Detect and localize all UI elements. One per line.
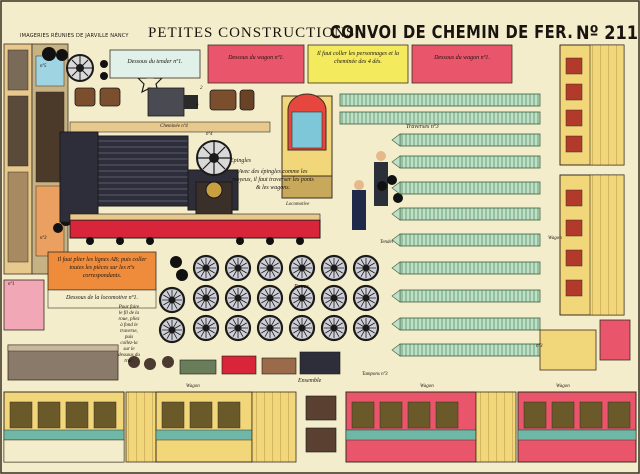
note-box-wagon <box>207 44 305 84</box>
publisher-line: IMAGERIES RÉUNIES DE JARVILLE NANCY <box>20 33 129 39</box>
series-title: PETITES CONSTRUCTIONS <box>148 25 356 41</box>
wheel <box>256 284 284 312</box>
coal-box <box>147 87 185 117</box>
bottom-wagon-4 <box>517 391 637 463</box>
left-pink-panel <box>3 279 45 331</box>
bottom-wagon-3 <box>345 391 477 463</box>
sheet-title: CONVOI DE CHEMIN DE FER. <box>330 22 574 43</box>
label-n4: nº4 <box>206 132 213 137</box>
note-box-glue <box>307 44 409 84</box>
wheel <box>320 284 348 312</box>
label-wagon-right: Wagon <box>548 236 562 241</box>
wheel <box>320 314 348 342</box>
wheel <box>256 314 284 342</box>
wheel <box>288 314 316 342</box>
sheet-number: Nº 211 <box>576 22 638 44</box>
bottom-wagon-1 <box>3 391 125 463</box>
label-epingles: Epingles <box>230 158 251 164</box>
wheel <box>320 254 348 282</box>
note-loco-under: Dessous de la locomotive nº1. <box>65 295 138 301</box>
wheel <box>158 286 186 314</box>
label-n6: 6 <box>196 103 199 108</box>
wheel <box>192 254 220 282</box>
wheel <box>224 314 252 342</box>
cylinders-row <box>74 87 255 117</box>
label-wagon-bottom-1: Wagon <box>186 384 200 389</box>
wheel <box>352 254 380 282</box>
label-traverses: Traverses nº3 <box>406 124 439 130</box>
label-n5: nº5 <box>40 64 47 69</box>
chimney-strip <box>69 121 271 133</box>
label-wagon-bottom-3: Wagon <box>556 384 570 389</box>
figure-stoker <box>374 151 388 206</box>
note-box-wagon-2 <box>411 44 513 84</box>
ensemble-train <box>128 351 341 375</box>
disc <box>42 47 56 61</box>
label-n3-right: nº3 <box>536 344 543 349</box>
wheels-grid <box>158 254 380 344</box>
note-fold: Il faut plier les lignes AB; puis coller… <box>57 257 147 279</box>
coal-bins <box>305 395 337 453</box>
label-n1: nº1 <box>8 282 15 287</box>
wheel <box>352 314 380 342</box>
label-cheminee: Cheminée nº4 <box>160 124 188 129</box>
wheel <box>288 284 316 312</box>
label-locomotive: Locomotive <box>286 202 310 207</box>
label-n2: 2 <box>200 86 203 91</box>
loco-boiler <box>97 135 189 207</box>
note-wagon: Dessous du wagon nº1. <box>228 55 284 61</box>
note-wagon-2: Dessous du wagon nº1. <box>434 55 490 61</box>
bottom-wagon-2 <box>155 391 253 463</box>
note-glue: Il faut coller les personnages et la che… <box>317 51 399 65</box>
wheel <box>192 284 220 312</box>
label-roues: Roues <box>294 284 309 290</box>
note-tender: Dessous du tender nº1. <box>127 59 183 65</box>
wheel <box>158 316 186 344</box>
figure-driver <box>352 180 366 230</box>
wheel <box>256 254 284 282</box>
label-tender: Tender <box>380 240 394 245</box>
traverses-rails <box>339 93 541 357</box>
loco-red-chassis <box>69 219 321 239</box>
wheel <box>224 254 252 282</box>
note-box-tender <box>109 49 201 79</box>
wheel <box>288 254 316 282</box>
wheel <box>224 284 252 312</box>
label-ensemble: Ensemble <box>298 378 322 384</box>
label-wagon-bottom-2: Wagon <box>420 384 434 389</box>
note-fold-vertical: Pour faire le fil de la roue, pliez à fo… <box>118 305 140 364</box>
wheel <box>352 284 380 312</box>
label-tampons: Tampons nº3 <box>362 372 388 377</box>
label-n3: nº3 <box>40 236 47 241</box>
note-pins: Avec des épingles comme les moyeux, il f… <box>232 169 314 191</box>
note-box-fold <box>47 251 157 291</box>
wheel <box>192 314 220 342</box>
